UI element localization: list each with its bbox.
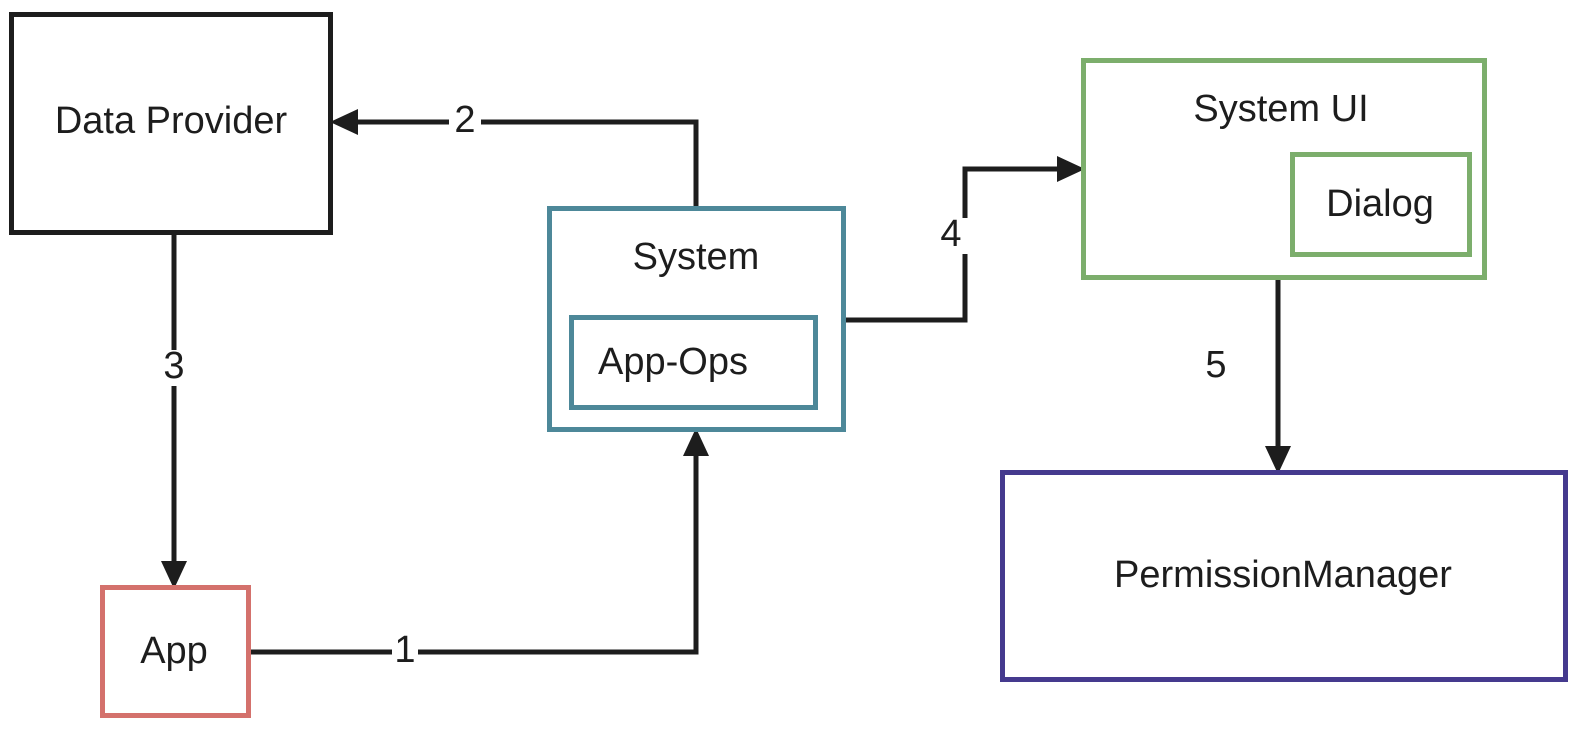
edge-4-label: 4 — [940, 213, 961, 255]
node-dialog[interactable]: Dialog — [1290, 152, 1472, 257]
edge-group-4[interactable]: 4 — [846, 156, 1085, 323]
edge-1-arrowhead — [683, 428, 709, 456]
node-data-provider[interactable]: Data Provider — [9, 12, 333, 235]
system-label: System — [633, 236, 760, 278]
app-ops-label: App-Ops — [598, 341, 748, 383]
system-ui-label: System UI — [1193, 88, 1368, 130]
edge-2-label-bg — [449, 104, 481, 140]
app-label: App — [140, 630, 208, 672]
edge-3-label-bg — [158, 350, 190, 386]
edge-3-label: 3 — [163, 345, 184, 387]
app-ops-box — [569, 315, 818, 410]
data-provider-box — [9, 12, 333, 235]
edge-group-1[interactable]: 1 — [251, 428, 709, 671]
edge-4-label-bg — [936, 218, 968, 254]
data-provider-label: Data Provider — [55, 100, 288, 142]
edge-1-label: 1 — [394, 629, 415, 671]
edge-4-arrowhead — [1057, 156, 1085, 182]
edge-group-2[interactable]: 2 — [330, 99, 699, 206]
node-app[interactable]: App — [100, 585, 251, 718]
edge-2-arrowhead — [330, 109, 358, 135]
edge-3-arrowhead — [161, 561, 187, 589]
node-app-ops[interactable]: App-Ops — [569, 315, 818, 410]
permission-manager-label: PermissionManager — [1114, 554, 1452, 596]
edge-1-label-bg — [392, 634, 418, 670]
edge-group-3[interactable]: 3 — [158, 235, 190, 589]
dialog-box — [1290, 152, 1472, 257]
edge-2-label: 2 — [454, 99, 475, 141]
edge-1-line — [251, 445, 699, 655]
edge-2-line — [347, 119, 699, 206]
node-permission-manager[interactable]: PermissionManager — [1000, 470, 1568, 682]
edge-group-5[interactable]: 5 — [1205, 280, 1291, 474]
permission-manager-box — [1000, 470, 1568, 682]
edge-5-arrowhead — [1265, 446, 1291, 474]
app-box — [100, 585, 251, 718]
edge-5-label: 5 — [1205, 344, 1226, 386]
dialog-label: Dialog — [1326, 183, 1434, 225]
